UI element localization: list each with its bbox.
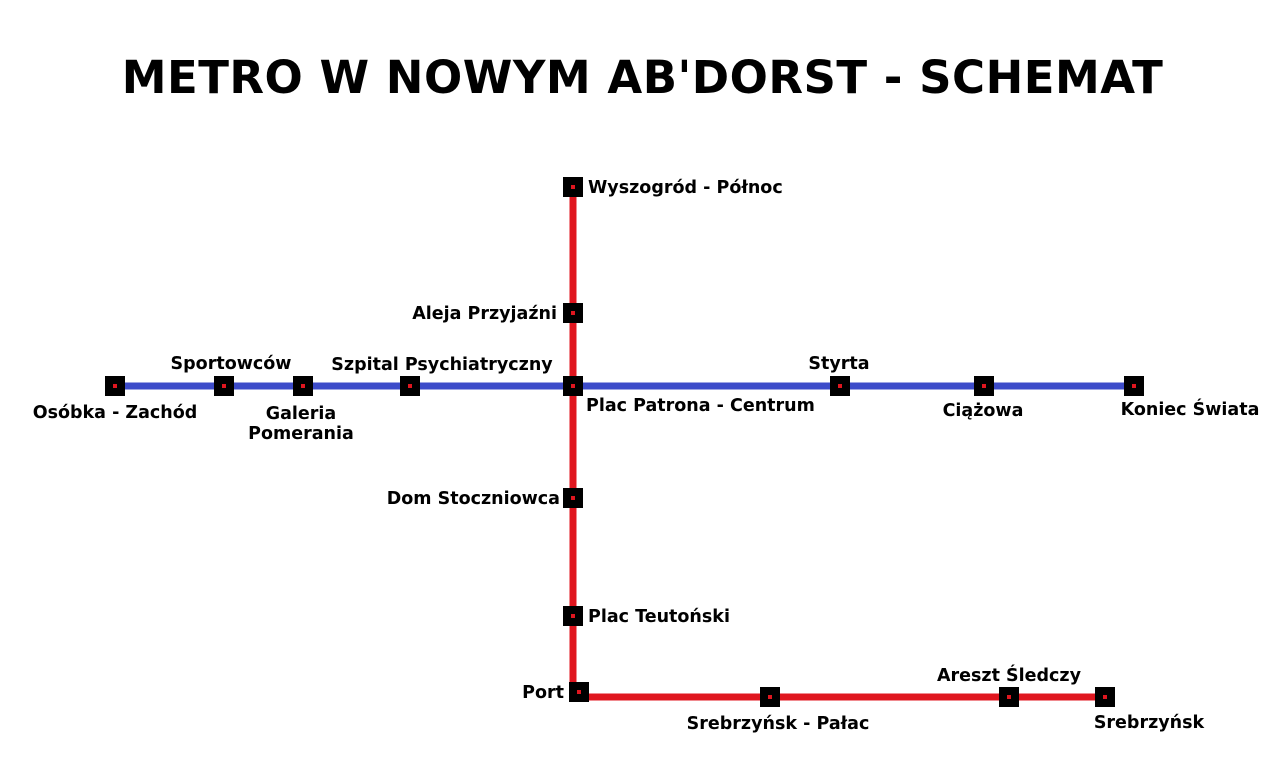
station-dot-galeria-pomerania [301,384,305,388]
station-label-plac-teutonski: Plac Teutoński [588,607,730,627]
station-dot-osobka-zachod [113,384,117,388]
station-label-line: Pomerania [248,424,354,444]
station-dot-plac-teutonski [571,614,575,618]
station-dot-srebrzynsk-palac [768,695,772,699]
station-label-koniec-swiata: Koniec Świata [1121,398,1260,420]
station-dot-sportowcow [222,384,226,388]
station-dot-port [577,690,581,694]
station-label-ciazowa: Ciążowa [943,401,1024,421]
station-dot-areszt-sledczy [1007,695,1011,699]
station-label-styrta: Styrta [808,354,869,374]
station-label-aleja-przyjazni: Aleja Przyjaźni [412,304,557,324]
station-dot-wyszogrod-polnoc [571,185,575,189]
station-label-areszt-sledczy: Areszt Śledczy [937,664,1082,686]
station-label-srebrzynsk-palac: Srebrzyńsk - Pałac [687,714,870,734]
station-dot-srebrzynsk [1103,695,1107,699]
station-dot-plac-patrona-centrum [571,384,575,388]
station-label-sportowcow: Sportowców [171,354,292,374]
station-dot-styrta [838,384,842,388]
station-label-srebrzynsk: Srebrzyńsk [1094,713,1205,733]
station-dot-ciazowa [982,384,986,388]
station-label-dom-stoczniowca: Dom Stoczniowca [387,489,560,509]
map-title: METRO W NOWYM AB'DORST - SCHEMAT [121,51,1164,104]
station-label-port: Port [522,683,564,703]
station-label-wyszogrod-polnoc: Wyszogród - Północ [588,178,783,198]
station-dot-koniec-swiata [1132,384,1136,388]
station-label-plac-patrona-centrum: Plac Patrona - Centrum [586,396,815,416]
station-label-line: Galeria [266,404,336,424]
station-label-szpital-psychiatryczny: Szpital Psychiatryczny [331,355,553,375]
station-dot-aleja-przyjazni [571,311,575,315]
station-dot-dom-stoczniowca [571,496,575,500]
station-label-osobka-zachod: Osóbka - Zachód [33,403,198,423]
station-dot-szpital-psychiatryczny [408,384,412,388]
